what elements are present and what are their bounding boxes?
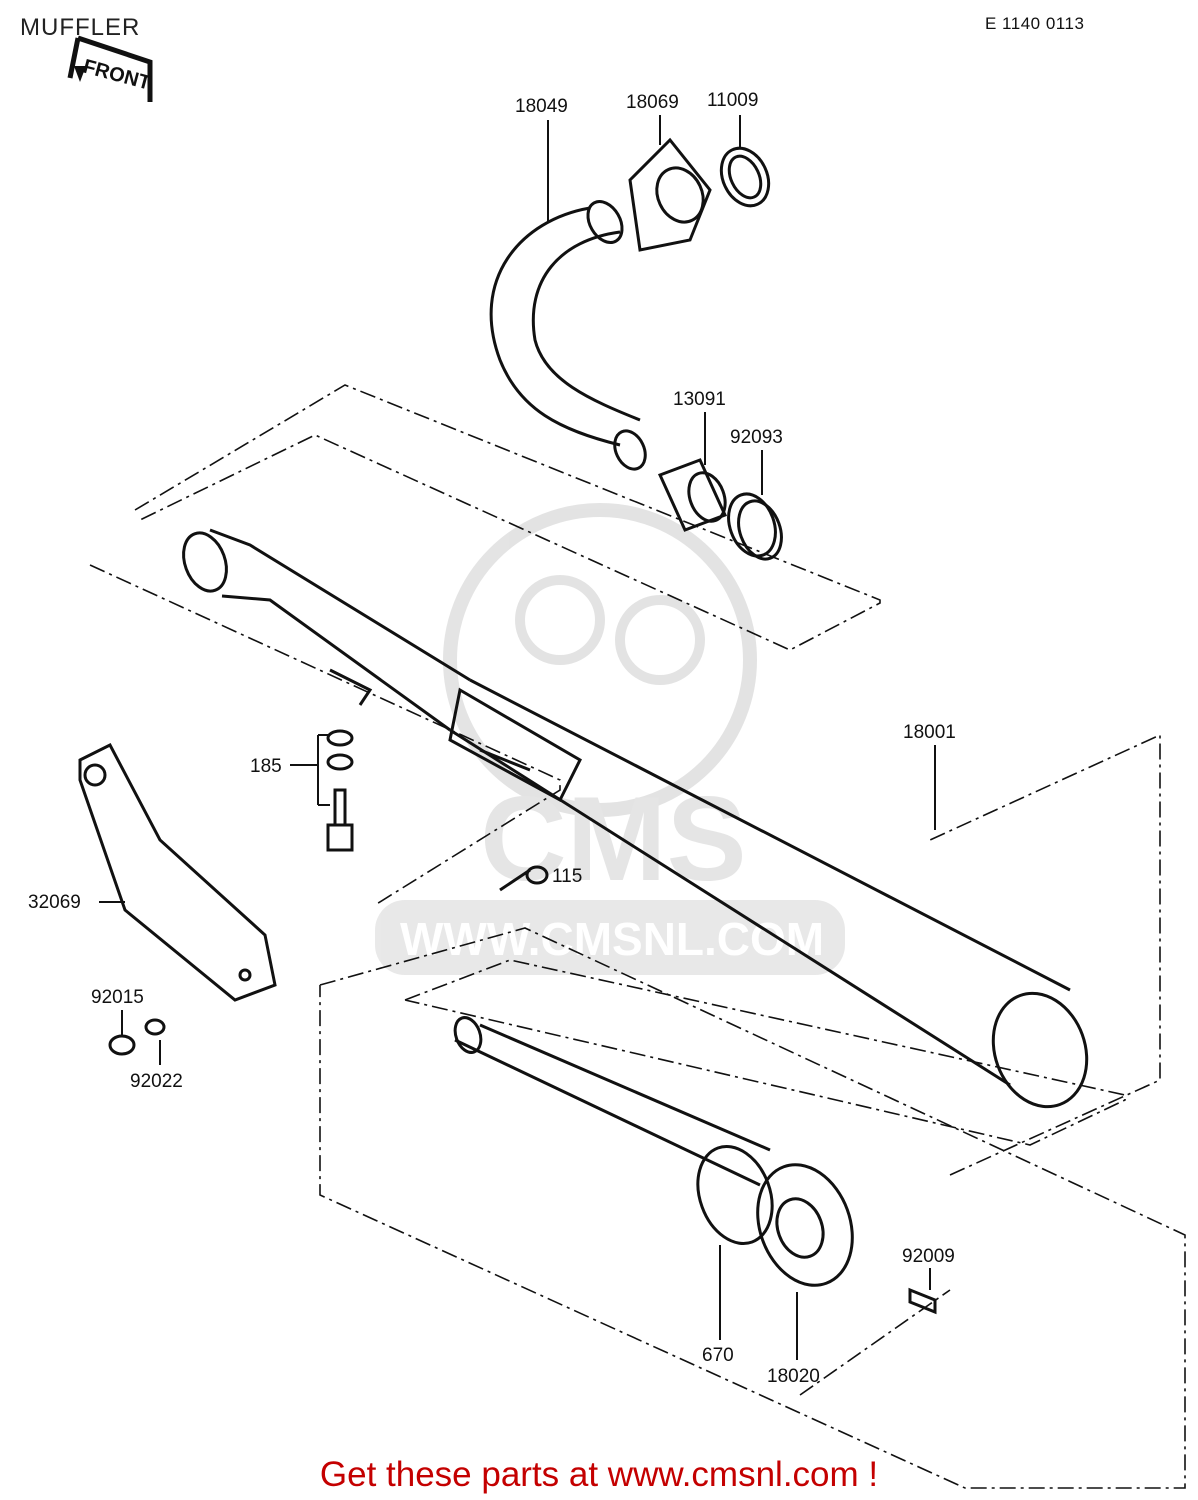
part-callouts: 18049 18069 11009 13091 92093 18001 185 … <box>28 90 956 1387</box>
leader-lines <box>99 115 936 1360</box>
callout-185: 185 <box>250 756 282 777</box>
watermark-url: WWW.CMSNL.COM <box>400 913 824 965</box>
callout-115: 115 <box>552 866 582 887</box>
callout-92009: 92009 <box>902 1246 955 1267</box>
exhaust-pipe <box>489 200 647 471</box>
front-marker: FRONT <box>67 35 153 102</box>
muffler-body <box>182 528 1089 1109</box>
cms-watermark: CMS WWW.CMSNL.COM <box>375 503 845 975</box>
exhaust-flange <box>628 137 712 252</box>
callout-92093: 92093 <box>730 427 783 448</box>
callout-18020: 18020 <box>767 1366 820 1387</box>
assembly-outlines <box>89 384 1186 1489</box>
callout-92015: 92015 <box>91 987 144 1008</box>
fasteners <box>108 729 937 1315</box>
callout-670: 670 <box>702 1345 734 1366</box>
diagram-code: E 1140 0113 <box>985 14 1085 33</box>
muffler-bracket <box>78 743 277 1002</box>
callout-18049: 18049 <box>515 96 568 117</box>
callout-11009: 11009 <box>707 90 758 111</box>
exhaust-gasket <box>719 146 771 208</box>
callout-13091: 13091 <box>673 389 726 410</box>
muffler-ring <box>727 492 783 561</box>
callout-18001: 18001 <box>903 722 956 743</box>
callout-92022: 92022 <box>130 1071 183 1092</box>
baffle-tube <box>453 1016 854 1287</box>
pipe-collar <box>657 458 728 532</box>
footer-cta[interactable]: Get these parts at www.cmsnl.com ! <box>319 1455 879 1494</box>
callout-18069: 18069 <box>626 92 679 113</box>
callout-32069: 32069 <box>28 892 81 913</box>
watermark-brand: CMS <box>480 772 747 906</box>
